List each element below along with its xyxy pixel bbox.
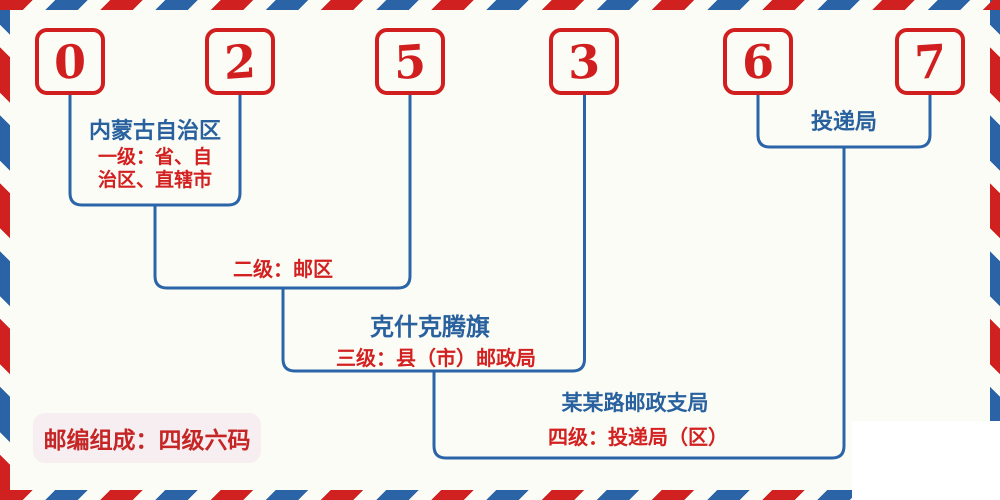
digit-1: 0 <box>53 33 87 90</box>
level1-region-label: 内蒙古自治区 <box>88 119 221 144</box>
digit-box-5: 6 <box>723 28 793 95</box>
level1-desc-line2: 治区、直辖市 <box>97 169 212 191</box>
digit-4: 3 <box>567 33 601 90</box>
level1-desc-line1: 一级：省、自 <box>97 146 212 168</box>
digit-box-1: 0 <box>35 28 105 95</box>
level4-region-label: 某某路邮政支局 <box>561 391 709 415</box>
delivery-office-label: 投递局 <box>810 110 877 135</box>
level1-desc-label: 一级：省、自 治区、直辖市 <box>55 146 255 192</box>
digit-3: 5 <box>393 33 427 90</box>
digit-5: 6 <box>741 33 775 90</box>
airmail-border-top <box>0 0 1000 10</box>
digit-box-2: 2 <box>205 28 275 95</box>
airmail-border-right <box>990 0 1000 500</box>
digit-6: 7 <box>913 33 947 90</box>
level4-desc-label: 四级：投递局（区） <box>548 425 728 449</box>
postcode-composition-badge: 邮编组成：四级六码 <box>33 413 261 463</box>
corner-white-mask <box>852 421 1000 500</box>
airmail-border-bottom <box>0 490 1000 500</box>
level2-desc-label: 二级：邮区 <box>233 257 333 281</box>
level3-desc-label: 三级：县（市）邮政局 <box>336 346 536 370</box>
digit-box-4: 3 <box>549 28 619 95</box>
airmail-border-left <box>0 0 10 500</box>
level3-region-label: 克什克腾旗 <box>370 313 490 341</box>
digit-box-6: 7 <box>895 28 965 95</box>
digit-box-3: 5 <box>375 28 445 95</box>
bracket-delivery <box>756 95 932 149</box>
bracket-level4 <box>432 147 846 460</box>
digit-2: 2 <box>223 33 257 90</box>
